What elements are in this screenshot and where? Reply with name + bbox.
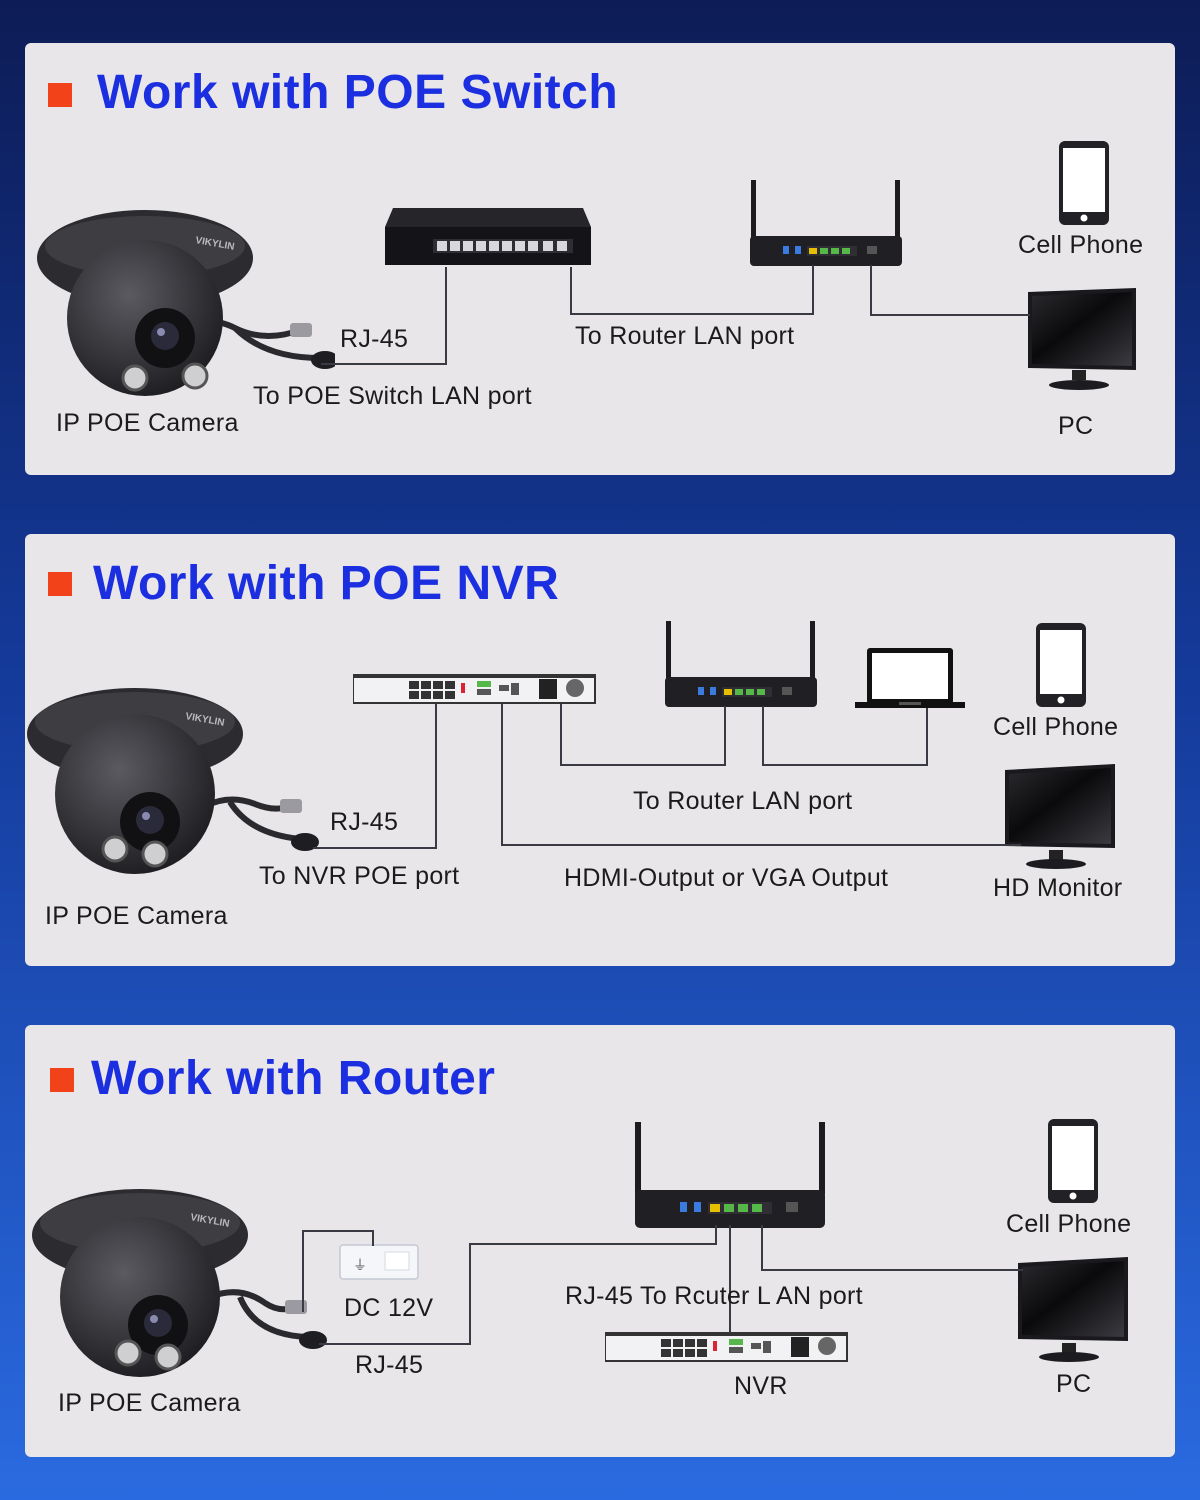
cable: [469, 1243, 717, 1245]
section-title: Work with POE Switch: [97, 66, 619, 119]
cable: [560, 764, 726, 766]
cable: [870, 314, 1030, 316]
poe-nvr-panel: Work with POE NVR VIKYLIN: [25, 534, 1175, 966]
cable: [724, 706, 726, 766]
pc-label: PC: [1056, 1370, 1092, 1398]
section-title: Work with POE NVR: [93, 557, 560, 610]
section-bullet: [48, 572, 72, 596]
cable: [570, 313, 814, 315]
cell-phone-label: Cell Phone: [993, 713, 1119, 741]
cable: [321, 363, 447, 365]
cable: [469, 1243, 471, 1345]
cable: [870, 265, 872, 316]
router-icon: [635, 1122, 825, 1228]
section-title: Work with Router: [91, 1052, 496, 1105]
dc-label: DC 12V: [344, 1294, 434, 1322]
cable: [435, 704, 437, 849]
cable: [560, 704, 562, 766]
camera-icon: VIKYLIN: [32, 1189, 327, 1377]
camera-icon: VIKYLIN: [27, 688, 319, 874]
cable: [445, 267, 447, 365]
cell-phone-icon: [1059, 141, 1109, 225]
cable: [762, 706, 764, 766]
cable: [729, 1225, 731, 1333]
power-adapter-icon: ⏚: [339, 1244, 419, 1280]
section-bullet: [48, 83, 72, 107]
nvr-label: NVR: [734, 1372, 788, 1400]
cable: [926, 708, 928, 766]
nvr-icon: [353, 674, 596, 704]
cable: [501, 844, 1021, 846]
rj45-label: RJ-45: [330, 808, 399, 836]
to-router-label: To Router LAN port: [633, 787, 853, 815]
cable: [313, 847, 437, 849]
camera-icon: VIKYLIN: [37, 210, 335, 396]
cell-phone-icon: [1036, 623, 1086, 707]
to-router-label: RJ-45 To Rcuter L AN port: [565, 1282, 863, 1310]
hd-monitor-label: HD Monitor: [993, 874, 1123, 902]
cable: [715, 1225, 717, 1245]
poe-switch-panel: Work with POE Switch VIKYLIN: [25, 43, 1175, 475]
camera-label: IP POE Camera: [58, 1389, 241, 1417]
to-router-label: To Router LAN port: [575, 322, 795, 350]
cable: [761, 1269, 1023, 1271]
poe-switch-icon: [385, 208, 591, 265]
svg-text:⏚: ⏚: [353, 1258, 367, 1274]
nvr-icon: [605, 1332, 848, 1362]
router-icon: [750, 180, 902, 266]
cable: [501, 704, 503, 846]
to-nvr-label: To NVR POE port: [259, 862, 460, 890]
cable: [761, 1225, 763, 1271]
hd-monitor-icon: [1005, 764, 1115, 869]
rj45-label: RJ-45: [355, 1351, 424, 1379]
cell-phone-icon: [1048, 1119, 1098, 1203]
cable: [812, 265, 814, 315]
cable: [319, 1343, 471, 1345]
rj45-label: RJ-45: [340, 325, 409, 353]
section-bullet: [50, 1068, 74, 1092]
pc-monitor-icon: [1028, 288, 1136, 390]
cable: [762, 764, 928, 766]
hdmi-label: HDMI-Output or VGA Output: [564, 864, 889, 892]
router-icon: [665, 621, 817, 707]
pc-label: PC: [1058, 412, 1094, 440]
cable: [570, 267, 572, 315]
cell-phone-label: Cell Phone: [1018, 231, 1144, 259]
camera-label: IP POE Camera: [45, 902, 228, 930]
cable: [302, 1230, 374, 1232]
camera-label: IP POE Camera: [56, 409, 239, 437]
cell-phone-label: Cell Phone: [1006, 1210, 1132, 1238]
to-switch-label: To POE Switch LAN port: [253, 382, 532, 410]
cable: [302, 1230, 304, 1312]
laptop-icon: [855, 648, 965, 708]
cable: [372, 1230, 374, 1246]
router-panel: Work with Router VIKYLIN ⏚: [25, 1025, 1175, 1457]
pc-monitor-icon: [1018, 1257, 1128, 1362]
